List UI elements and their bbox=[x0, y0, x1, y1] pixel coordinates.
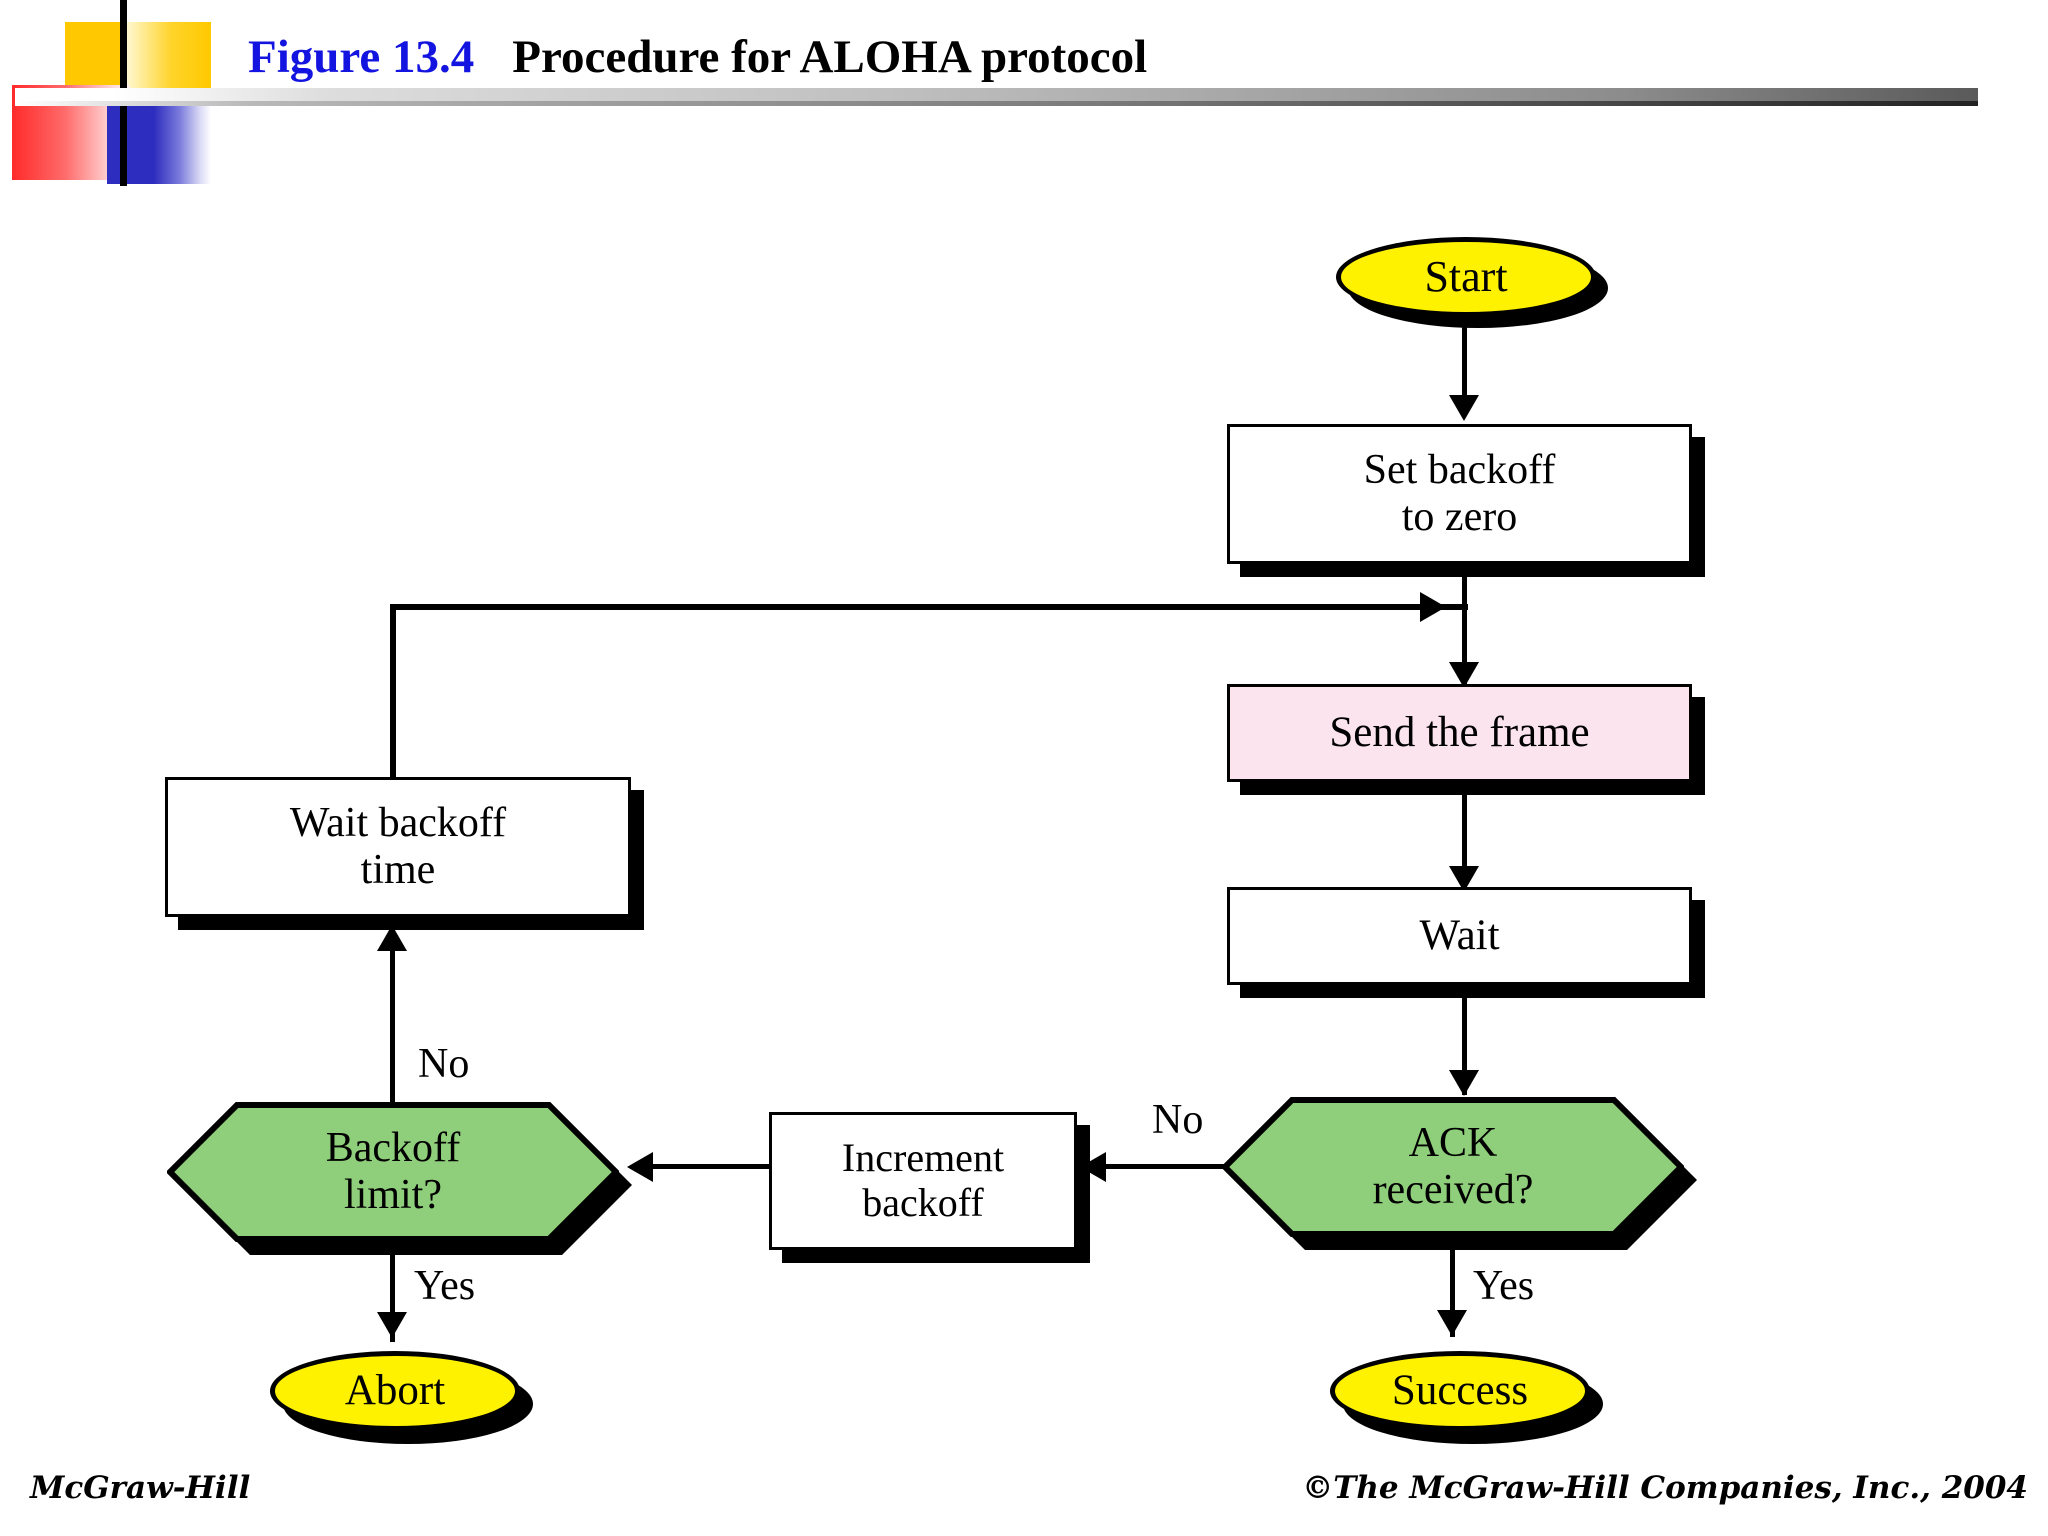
deco-blue-block bbox=[107, 96, 154, 184]
node-increment-backoff[interactable]: Increment backoff bbox=[769, 1112, 1077, 1250]
node-backoff-limit[interactable]: Backoff limit? bbox=[167, 1102, 619, 1242]
arrowhead-down-success bbox=[1437, 1310, 1467, 1336]
footer-copyright: ©The McGraw-Hill Companies, Inc., 2004 bbox=[1302, 1470, 2028, 1506]
node-abort-label: Abort bbox=[344, 1366, 446, 1414]
node-set-backoff[interactable]: Set backoff to zero bbox=[1227, 424, 1692, 564]
branch-label-ack-yes: Yes bbox=[1473, 1263, 1535, 1309]
node-success[interactable]: Success bbox=[1330, 1351, 1590, 1431]
edge-ack-yes-to-success bbox=[1450, 1237, 1455, 1337]
node-set-backoff-label: Set backoff to zero bbox=[1363, 446, 1556, 540]
node-wait-backoff-time-label: Wait backoff time bbox=[289, 799, 507, 893]
edge-backoff-limit-no-to-wait-backoff bbox=[390, 930, 395, 1105]
edge-ack-no-to-increment bbox=[1090, 1164, 1225, 1169]
header-rule-shadow bbox=[15, 101, 1978, 106]
figure-title: Procedure for ALOHA protocol bbox=[512, 31, 1148, 83]
node-increment-backoff-label: Increment backoff bbox=[841, 1135, 1005, 1225]
header-rule bbox=[15, 88, 1978, 101]
node-wait-label: Wait bbox=[1419, 911, 1500, 959]
arrowhead-left-backoff-limit bbox=[627, 1152, 653, 1182]
node-send-frame[interactable]: Send the frame bbox=[1227, 684, 1692, 782]
arrowhead-down-send-frame bbox=[1449, 662, 1479, 688]
loop-vertical-line bbox=[390, 604, 396, 789]
arrowhead-down-set-backoff bbox=[1449, 395, 1479, 421]
node-success-label: Success bbox=[1391, 1366, 1529, 1414]
footer-publisher: McGraw-Hill bbox=[30, 1470, 251, 1506]
deco-blue-gradient-block bbox=[154, 96, 211, 184]
edge-increment-to-backoff-limit bbox=[640, 1164, 772, 1169]
edge-send-frame-to-wait bbox=[1462, 782, 1467, 892]
edge-wait-to-ack bbox=[1462, 985, 1467, 1095]
node-abort[interactable]: Abort bbox=[270, 1351, 520, 1431]
edge-set-backoff-to-send-frame bbox=[1462, 564, 1467, 688]
node-wait-backoff-time[interactable]: Wait backoff time bbox=[165, 777, 631, 917]
node-wait[interactable]: Wait bbox=[1227, 887, 1692, 985]
arrowhead-right-loop-join bbox=[1420, 592, 1446, 622]
arrowhead-down-abort bbox=[377, 1312, 407, 1338]
figure-number: Figure 13.4 bbox=[248, 31, 475, 83]
node-ack-received[interactable]: ACK received? bbox=[1222, 1097, 1684, 1237]
branch-label-limit-yes: Yes bbox=[414, 1263, 476, 1309]
node-send-frame-label: Send the frame bbox=[1329, 708, 1590, 756]
page-title: Figure 13.4 Procedure for ALOHA protocol bbox=[248, 30, 1147, 84]
edge-backoff-limit-yes-to-abort bbox=[390, 1242, 395, 1342]
node-start[interactable]: Start bbox=[1336, 237, 1596, 317]
loop-horizontal-line bbox=[390, 604, 1468, 610]
branch-label-ack-no: No bbox=[1152, 1097, 1204, 1143]
node-start-label: Start bbox=[1424, 252, 1508, 302]
edge-start-to-set-backoff bbox=[1462, 317, 1467, 407]
branch-label-limit-no: No bbox=[418, 1041, 470, 1087]
header-decoration bbox=[0, 0, 300, 250]
arrowhead-down-ack bbox=[1449, 1070, 1479, 1096]
